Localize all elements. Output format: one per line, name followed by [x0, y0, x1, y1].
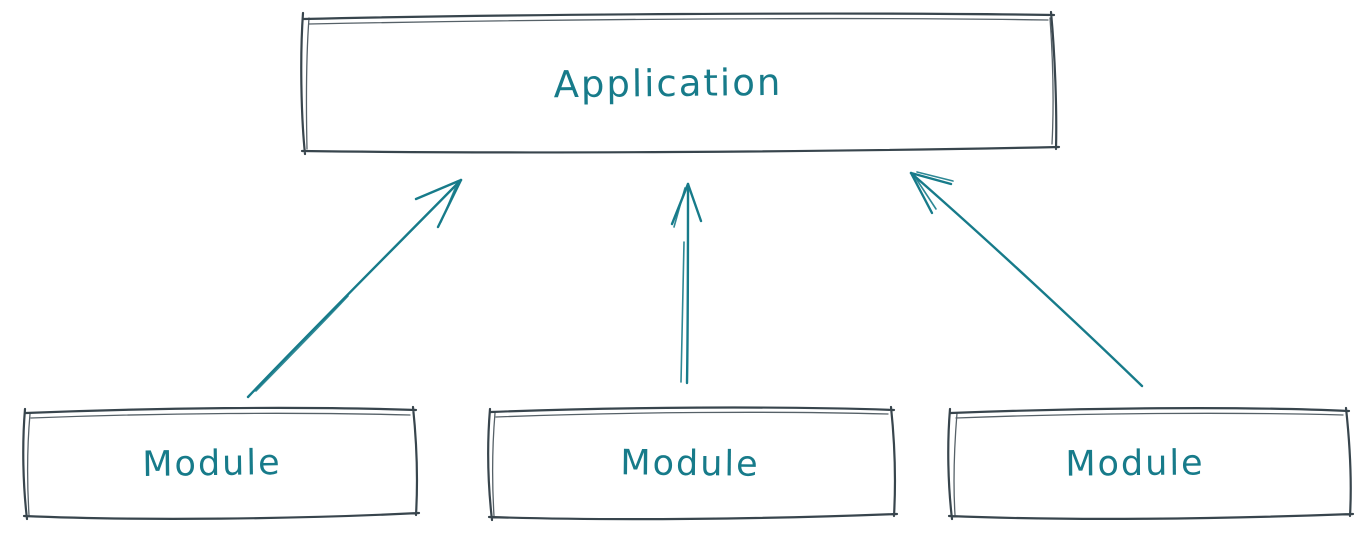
node-module3[interactable]: Module [947, 406, 1355, 521]
node-module2[interactable]: Module [487, 405, 899, 522]
module2-label: Module [620, 443, 760, 484]
module1-box-outline [22, 405, 421, 521]
module1-box-sketch [26, 412, 411, 516]
module3-box-sketch [953, 412, 1344, 516]
arrow-shaft [685, 182, 690, 385]
application-label: Application [553, 61, 782, 106]
arrow-module1-to-application[interactable] [246, 178, 463, 399]
node-module1[interactable]: Module [22, 405, 421, 521]
arrow-head-sketch [673, 187, 686, 228]
arrow-shaft-sketch [680, 241, 685, 383]
module3-box-outline [947, 406, 1355, 521]
arrow-shaft-sketch [255, 295, 349, 392]
arrow-head-sketch [914, 171, 954, 210]
application-box-outline [300, 10, 1061, 156]
arrow-shaft [909, 171, 1144, 388]
arrow-module3-to-application[interactable] [909, 171, 1144, 388]
application-box-sketch [305, 17, 1054, 150]
module2-box-outline [487, 405, 899, 522]
module3-label: Module [1065, 443, 1205, 484]
arrow-shaft [246, 178, 463, 399]
module2-box-sketch [491, 411, 889, 517]
arrow-head-sketch [440, 183, 458, 223]
node-application[interactable]: Application [300, 10, 1061, 156]
module1-label: Module [142, 443, 282, 485]
arrow-head [909, 171, 953, 215]
arrow-module2-to-application[interactable] [670, 182, 703, 385]
